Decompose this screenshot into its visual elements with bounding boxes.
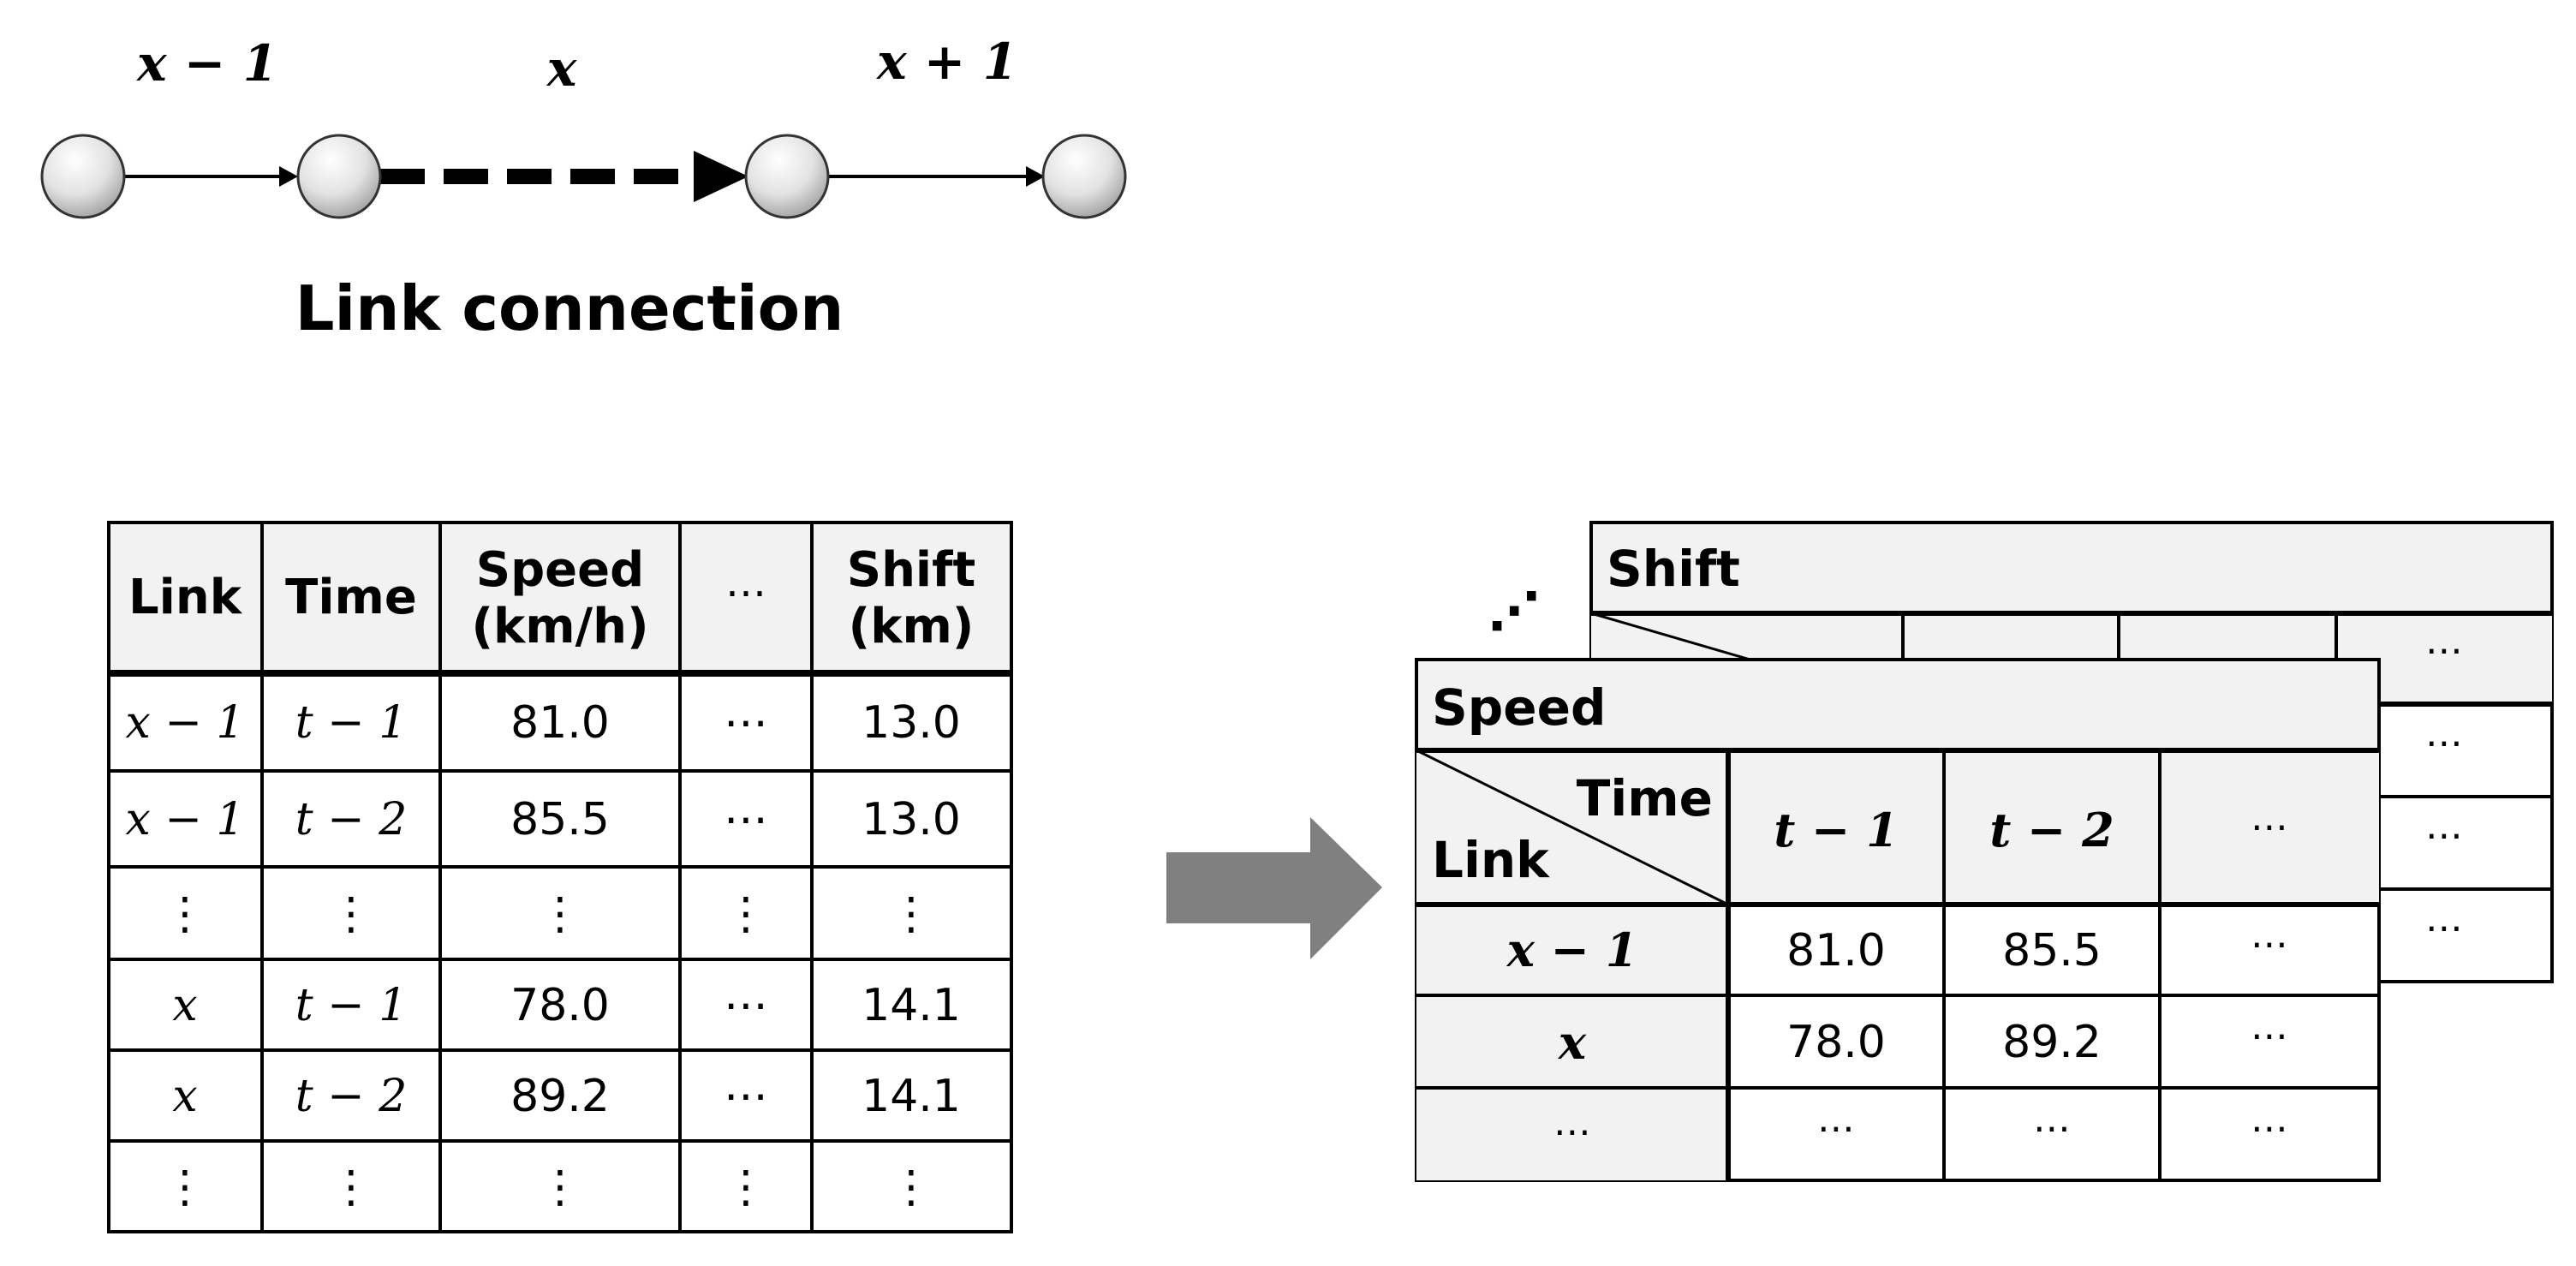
long-table-cell: 14.1	[862, 1071, 961, 1122]
long-table-cell: x	[172, 980, 197, 1031]
speed-matrix-cell: ⋯	[2251, 923, 2288, 966]
long-table-cell: ⋮	[538, 1161, 582, 1213]
long-table-cell: ⋮	[724, 1161, 768, 1213]
stack-dots: ⋰	[1488, 582, 1540, 642]
header-shift-line1: Shift	[847, 542, 976, 598]
long-table-rows: x − 1 t − 1 81.0 ⋯ 13.0 x − 1 t − 2 85.5 ⋯ 13.0 ⋮ ⋮…	[125, 697, 960, 1213]
long-table-cell: x − 1	[125, 697, 244, 749]
col-header: ⋯	[2251, 805, 2288, 849]
header-time: Time	[285, 570, 417, 625]
long-table-cell: ⋮	[163, 888, 207, 940]
long-table-cell: ⋮	[724, 888, 768, 940]
edge-label-x-plus-1: x + 1	[875, 33, 1017, 91]
row-header: x	[1558, 1015, 1587, 1070]
long-table-cell: ⋮	[329, 1161, 373, 1213]
corner-time-label: Time	[1577, 769, 1713, 827]
long-table-cell: ⋮	[889, 888, 933, 940]
long-table-cell: 81.0	[510, 697, 610, 749]
header-speed-line1: Speed	[476, 542, 644, 598]
col-header: t − 2	[1989, 803, 2114, 857]
long-table-cell: 89.2	[510, 1071, 610, 1122]
long-table-cell: 85.5	[510, 794, 610, 845]
corner-link-label: Link	[1432, 831, 1550, 889]
speed-matrix-cell: 78.0	[1786, 1017, 1886, 1068]
long-table-cell: 13.0	[862, 794, 961, 845]
header-ellipsis: ⋯	[725, 569, 766, 617]
long-table-cell: 14.1	[862, 980, 961, 1031]
row-header: x − 1	[1506, 923, 1638, 977]
long-table-cell: ⋮	[329, 888, 373, 940]
edge-x-plus-1-arrowhead	[1026, 166, 1045, 187]
speed-matrix-cell: ⋯	[2251, 1014, 2288, 1058]
header-link: Link	[128, 570, 243, 625]
shift-cell: ⋯	[2425, 906, 2463, 950]
link-connection-diagram: x − 1 x x + 1 Link connection	[40, 33, 1127, 344]
long-table-cell: t − 2	[295, 1071, 408, 1122]
speed-matrix-cell: ⋯	[1817, 1107, 1855, 1150]
long-table-cell: t − 1	[295, 697, 408, 749]
node-3	[744, 134, 830, 219]
diagram-caption: Link connection	[295, 272, 844, 344]
long-table-cell: ⋮	[163, 1161, 207, 1213]
long-table-cell: ⋯	[724, 794, 768, 845]
shift-cell: ⋯	[2425, 629, 2463, 672]
long-table-cell: ⋯	[724, 1071, 768, 1122]
speed-matrix-cell: ⋯	[2251, 1107, 2288, 1150]
stacked-matrix: ⋰ Shift ⋯ ⋯ ⋯ ⋯	[1415, 521, 2554, 1182]
long-table-cell: 13.0	[862, 697, 961, 749]
row-header: ⋯	[1553, 1110, 1591, 1154]
shift-cell: ⋯	[2425, 814, 2463, 857]
speed-matrix-cell: ⋯	[2033, 1107, 2071, 1150]
speed-matrix: Speed Time Link t − 1 t − 2 ⋯ x − 1 x ⋯ …	[1415, 658, 2381, 1182]
long-format-table: Link Time Speed (km/h) ⋯ Shift (km) x − …	[107, 521, 1013, 1233]
node-2	[296, 134, 382, 219]
transform-arrow	[1166, 817, 1382, 959]
speed-title: Speed	[1432, 678, 1606, 737]
edge-x-minus-1-arrowhead	[279, 166, 298, 187]
long-table-header-bg	[109, 523, 1011, 673]
speed-matrix-cell: 81.0	[1786, 925, 1886, 976]
header-speed-line2: (km/h)	[471, 599, 648, 654]
long-table-cell: ⋯	[724, 697, 768, 749]
corner-diagonal	[1416, 749, 1729, 906]
speed-matrix-cell: 85.5	[2002, 925, 2102, 976]
edge-label-x: x	[546, 39, 578, 98]
long-table-cell: ⋮	[538, 888, 582, 940]
long-table-cell: ⋮	[889, 1161, 933, 1213]
long-table-cell: t − 1	[295, 980, 408, 1031]
node-1	[40, 134, 126, 219]
speed-matrix-cells: 81.0 85.5 ⋯ 78.0 89.2 ⋯ ⋯ ⋯ ⋯	[1786, 923, 2288, 1150]
node-4	[1041, 134, 1127, 219]
edge-x-arrowhead	[694, 151, 748, 202]
long-table-cell: 78.0	[510, 980, 610, 1031]
speed-matrix-cell: 89.2	[2002, 1017, 2102, 1068]
long-table-cell: t − 2	[295, 794, 408, 845]
long-table-cell: ⋯	[724, 980, 768, 1031]
long-table-border	[107, 521, 1013, 1233]
edge-label-x-minus-1: x − 1	[135, 34, 277, 93]
header-shift-line2: (km)	[849, 599, 975, 654]
long-table-cell: x	[172, 1071, 197, 1122]
shift-cell: ⋯	[2425, 721, 2463, 765]
long-table-cell: x − 1	[125, 794, 244, 845]
col-header: t − 1	[1774, 803, 1898, 857]
shift-title: Shift	[1607, 540, 1740, 598]
